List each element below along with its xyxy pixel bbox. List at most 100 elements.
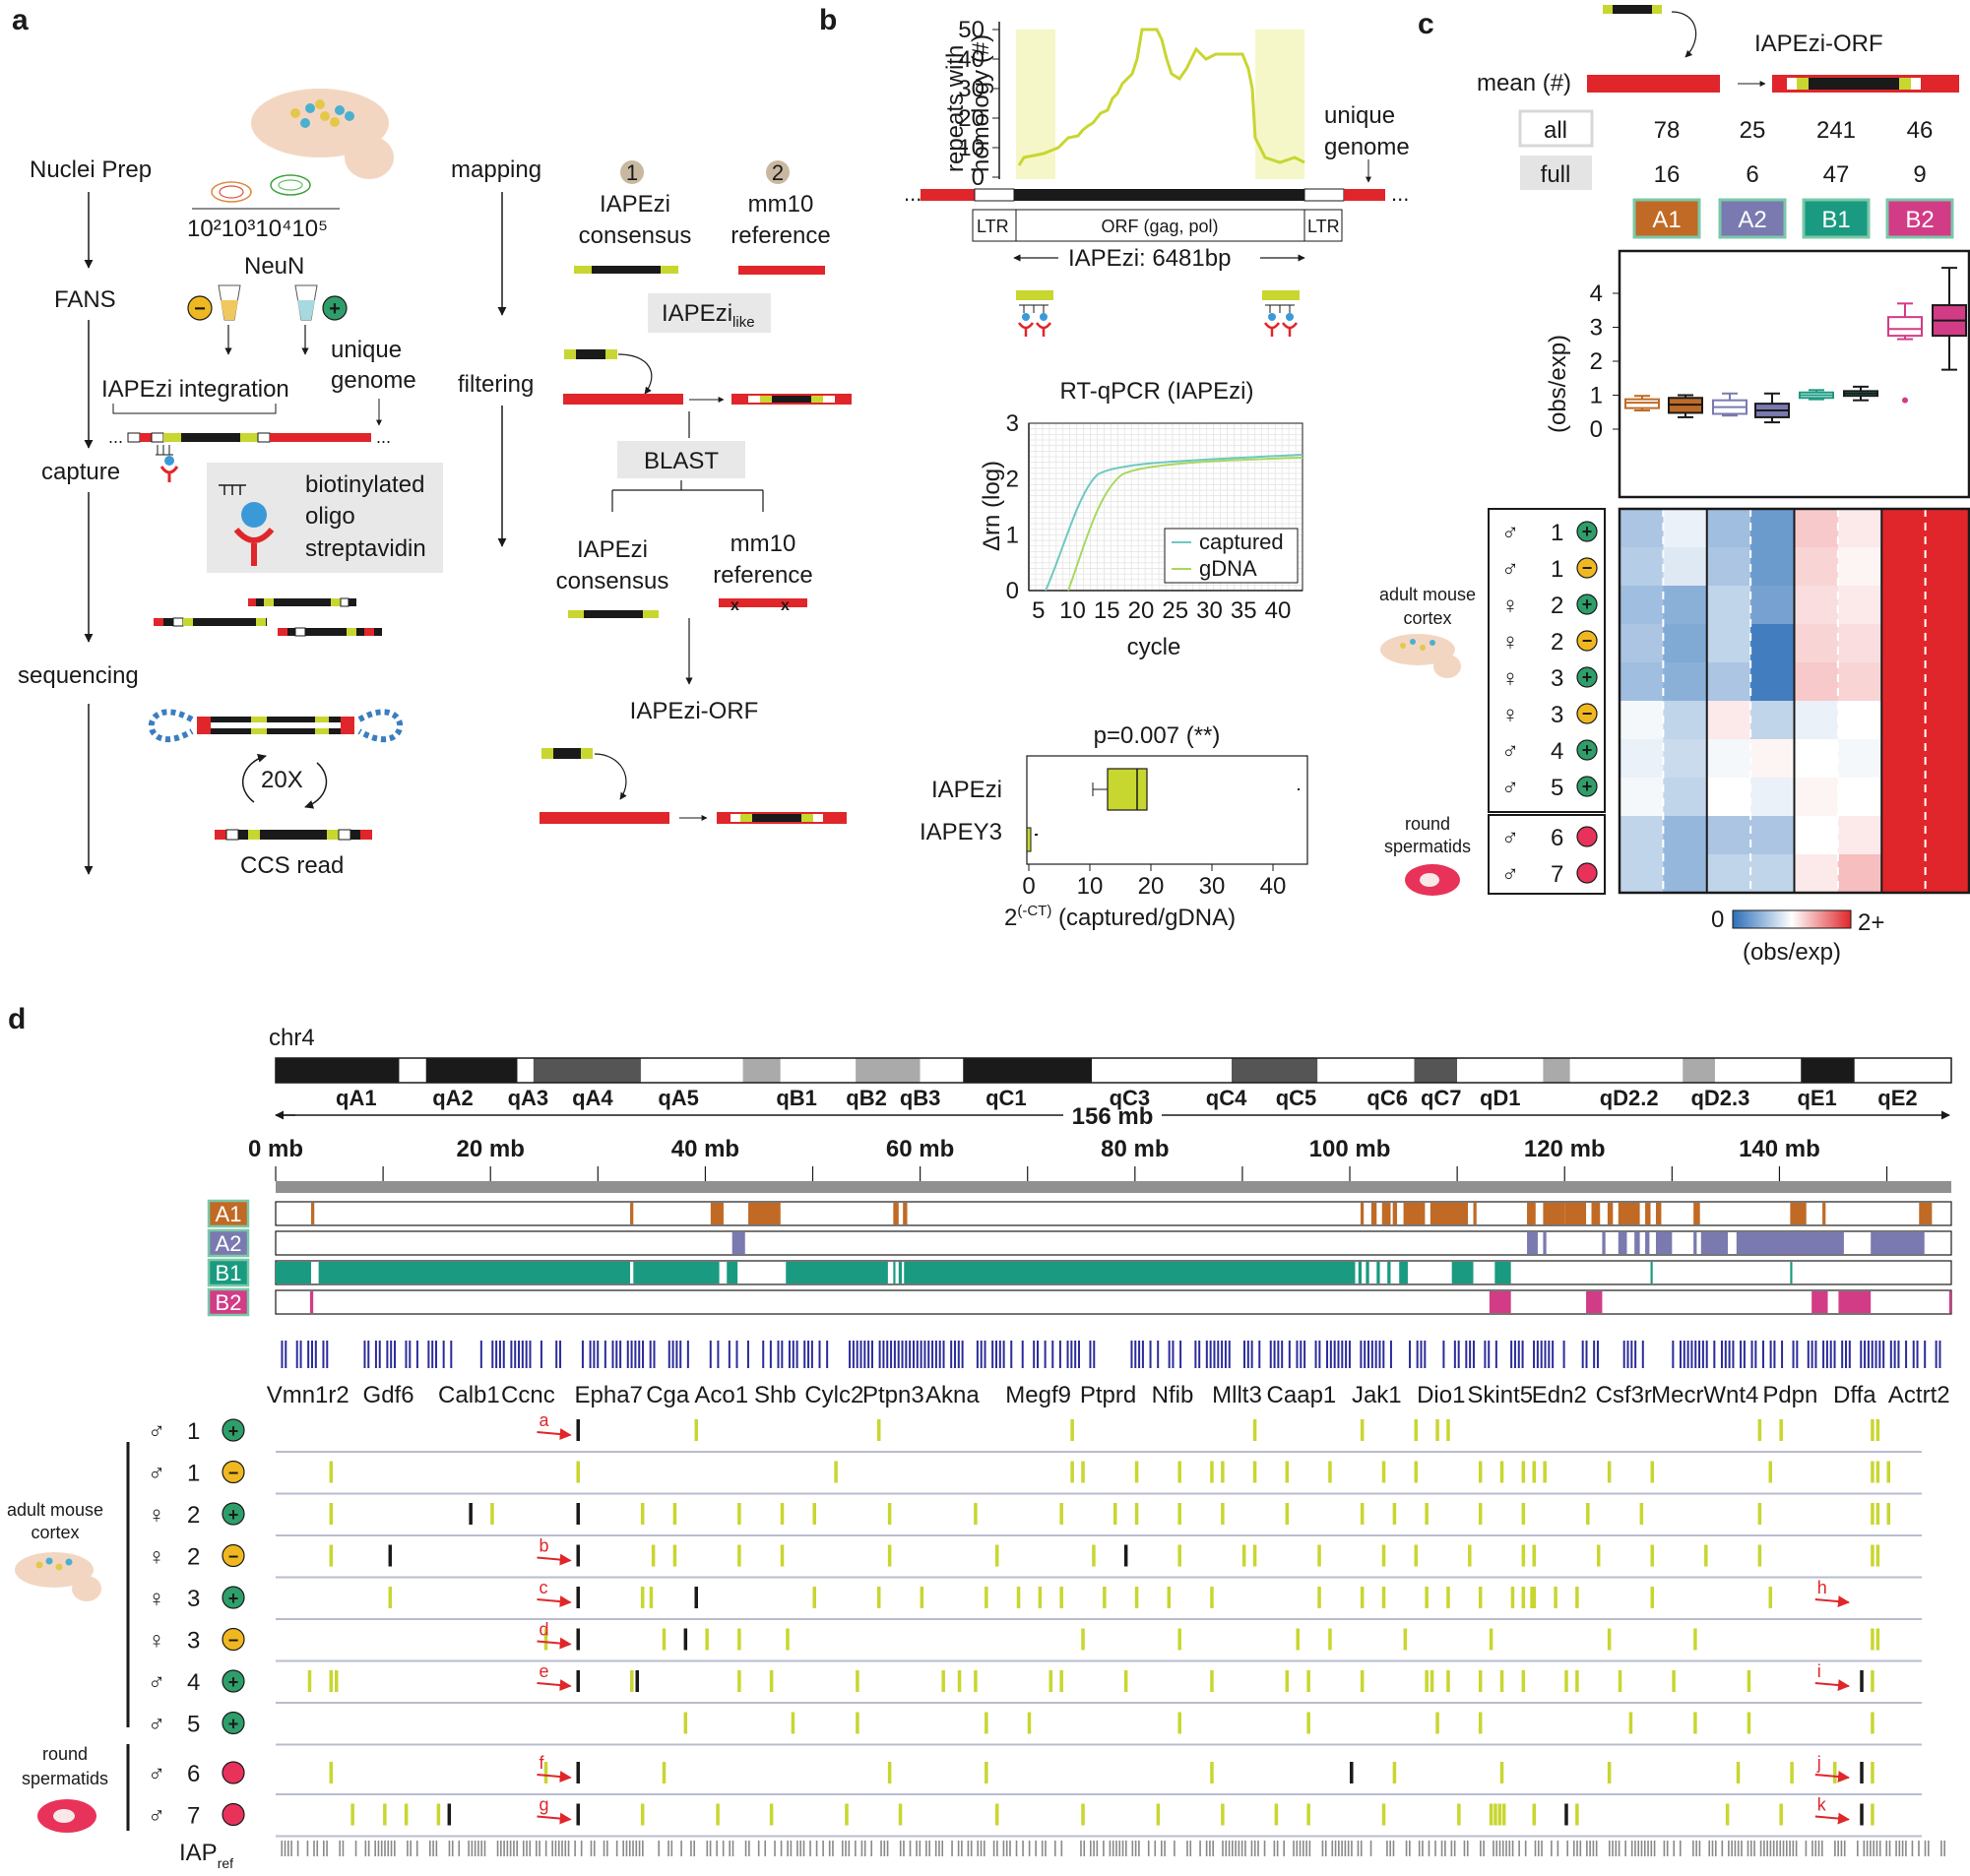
gene-mark	[1540, 1341, 1543, 1368]
heat-cell	[1881, 701, 1927, 740]
ideogram-band	[780, 1058, 857, 1083]
iap-ref-mark	[1225, 1841, 1228, 1856]
insertion-mark	[1596, 1544, 1601, 1567]
gene-mark	[1409, 1341, 1412, 1368]
gene-mark	[1690, 1341, 1693, 1368]
brain-illustration	[251, 89, 394, 179]
c-insert-top	[1603, 5, 1697, 58]
c-sample-sort-icon	[1576, 630, 1598, 652]
insertion-mark	[1757, 1419, 1762, 1441]
iap-ref-mark	[1878, 1841, 1881, 1856]
heat-max: 2+	[1858, 909, 1884, 936]
c-orf-construct	[1772, 75, 1959, 93]
iap-ref-mark	[1624, 1841, 1626, 1856]
count-all: 241	[1816, 117, 1856, 144]
insertion-mark	[716, 1803, 720, 1826]
d-track-segment	[1655, 1232, 1673, 1254]
insertion-mark	[1177, 1628, 1181, 1651]
gene-mark	[1273, 1341, 1276, 1368]
iap-ref-mark	[390, 1841, 393, 1856]
c-sample-sex: ♂	[1501, 861, 1519, 888]
d-track-segment	[1489, 1291, 1511, 1313]
gene-mark	[1378, 1341, 1381, 1368]
gene-mark	[1769, 1341, 1772, 1368]
heat-cell	[1750, 854, 1795, 894]
gene-mark	[1424, 1341, 1427, 1368]
insertion-mark-full	[469, 1503, 473, 1525]
d-track-segment	[786, 1262, 888, 1283]
insertion-mark	[1489, 1628, 1493, 1651]
gene-mark	[1472, 1341, 1475, 1368]
gene-mark	[1021, 1341, 1024, 1368]
ideogram-band	[963, 1058, 1093, 1083]
gene-mark	[810, 1341, 813, 1368]
gene-mark	[589, 1341, 592, 1368]
iap-ref-mark	[557, 1841, 560, 1856]
heat-cell	[1620, 547, 1664, 587]
iap-ref-mark	[1147, 1841, 1150, 1856]
insertion-mark	[1779, 1419, 1783, 1441]
insertion-mark	[1425, 1503, 1429, 1525]
c-sample-id: 2	[1551, 593, 1563, 619]
iap-ref-mark	[1679, 1841, 1682, 1856]
heat-cell	[1881, 624, 1927, 663]
heat-cell	[1750, 701, 1795, 740]
c-sample-sex: ♂	[1501, 775, 1519, 801]
chrom-label: chr4	[269, 1025, 315, 1051]
insertion-mark	[1134, 1461, 1139, 1483]
iap-ref-mark	[1653, 1841, 1656, 1856]
insertion-mark	[1832, 1762, 1837, 1783]
orf-insert-diagram	[540, 748, 847, 824]
c-ytick: 1	[1590, 383, 1603, 409]
heat-cell	[1837, 854, 1882, 894]
gene-mark	[1141, 1341, 1144, 1368]
heat-cell	[1706, 778, 1751, 817]
insertion-mark	[1871, 1670, 1875, 1692]
iap-ref-mark	[1837, 1841, 1839, 1856]
d-track-segment	[893, 1262, 896, 1283]
insertion-arrow	[537, 1595, 572, 1608]
iap-ref-mark	[693, 1841, 696, 1856]
iap-ref-mark	[970, 1841, 973, 1856]
gene-mark	[1935, 1341, 1938, 1368]
ideogram-band	[533, 1058, 641, 1083]
insertion-mark	[1672, 1670, 1676, 1692]
legend-captured: captured	[1199, 530, 1284, 554]
ideogram-band-label: qA4	[572, 1086, 613, 1110]
step-filtering: filtering	[458, 371, 534, 398]
out2-construct: x x	[719, 597, 807, 614]
iap-ref-mark	[567, 1841, 570, 1856]
insertion-arrow-letter: b	[539, 1536, 548, 1556]
iap-ref-mark	[1276, 1841, 1279, 1856]
d-track-segment	[1693, 1232, 1697, 1254]
d-sample-sex: ♀	[148, 1544, 165, 1571]
mb-tick-label: 100 mb	[1309, 1136, 1391, 1162]
ideogram-band	[856, 1058, 921, 1083]
iap-ref-mark	[1115, 1841, 1117, 1856]
insertion-mark	[1521, 1461, 1526, 1483]
svg-text:+: +	[228, 1589, 239, 1608]
insertion-mark	[876, 1587, 881, 1608]
iap-ref-mark	[1589, 1841, 1591, 1856]
gene-mark	[415, 1341, 418, 1368]
insertion-arrow	[1814, 1595, 1851, 1608]
c-sample-id: 5	[1551, 775, 1563, 801]
gene-label: Dio1	[1417, 1382, 1465, 1408]
ref2-line2: reference	[731, 222, 830, 249]
svg-text:−: −	[1582, 631, 1593, 651]
iap-ref-mark	[1161, 1841, 1163, 1856]
iap-ref-mark	[1618, 1841, 1620, 1856]
gene-mark	[1792, 1341, 1795, 1368]
svg-text:−: −	[228, 1464, 239, 1483]
insertion-mark	[769, 1670, 774, 1692]
gene-label: Edn2	[1532, 1382, 1587, 1408]
gene-mark	[709, 1341, 712, 1368]
d-track-segment	[1543, 1232, 1547, 1254]
heat-cell	[1663, 739, 1708, 779]
ideogram-band	[640, 1058, 743, 1083]
iap-ref-mark	[731, 1841, 734, 1856]
iap-ref-mark	[832, 1841, 834, 1856]
d-group-label: A1	[216, 1202, 242, 1226]
c-sample-sort-icon	[1576, 776, 1598, 797]
insertion-mark-full	[1350, 1762, 1354, 1783]
